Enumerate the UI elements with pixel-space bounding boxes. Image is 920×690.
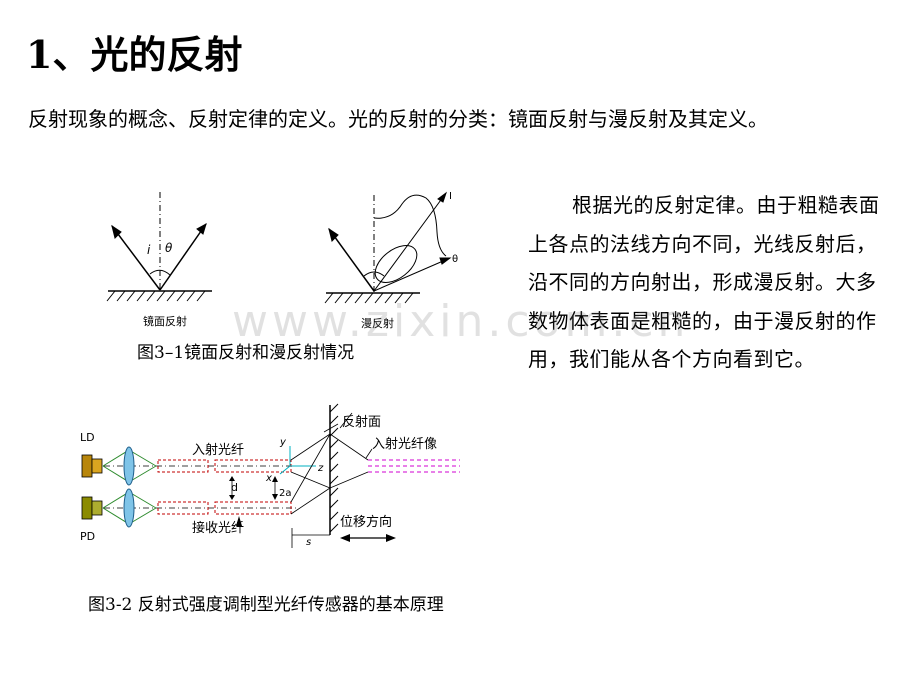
- incident-fiber-label: 入射光纤: [192, 442, 244, 458]
- angle-i-label: i: [147, 243, 151, 257]
- receive-fiber-label: 接收光纤: [192, 520, 244, 536]
- intensity-label: I: [449, 191, 452, 202]
- figure2-caption: 图3-2 反射式强度调制型光纤传感器的基本原理: [88, 595, 444, 615]
- diffuse-label: 漫反射: [361, 316, 394, 330]
- angle-theta-label: θ: [165, 241, 173, 255]
- two-a-label: 2a: [279, 488, 292, 499]
- y-axis-label: y: [279, 437, 287, 448]
- specular-reflection-diagram: [106, 192, 212, 302]
- diffuse-reflection-diagram: [324, 191, 452, 304]
- displacement-label: 位移方向: [340, 514, 392, 530]
- specular-label: 镜面反射: [143, 314, 187, 328]
- z-axis-label: z: [317, 463, 324, 474]
- reflect-surface-label: 反射面: [342, 414, 381, 430]
- theta-axis-label: θ: [452, 254, 458, 265]
- intro-text: 反射现象的概念、反射定律的定义。光的反射的分类：镜面反射与漫反射及其定义。: [28, 107, 768, 131]
- page-title: 1、光的反射: [26, 32, 243, 77]
- figure1-caption: 图3–1镜面反射和漫反射情况: [137, 343, 355, 363]
- watermark: www.zixin.com.cn: [232, 296, 690, 347]
- body-paragraph: 根据光的反射定律。由于粗糙表面上各点的法线方向不同，光线反射后，沿不同的方向射出…: [528, 193, 880, 371]
- fiber-sensor-diagram: [81, 403, 460, 548]
- x-axis-label: x: [265, 473, 272, 484]
- fiber-image-label: 入射光纤像: [372, 436, 437, 452]
- s-label: s: [306, 537, 311, 548]
- d-label: d: [231, 481, 238, 494]
- ld-label: LD: [80, 431, 95, 444]
- pd-label: PD: [80, 530, 95, 543]
